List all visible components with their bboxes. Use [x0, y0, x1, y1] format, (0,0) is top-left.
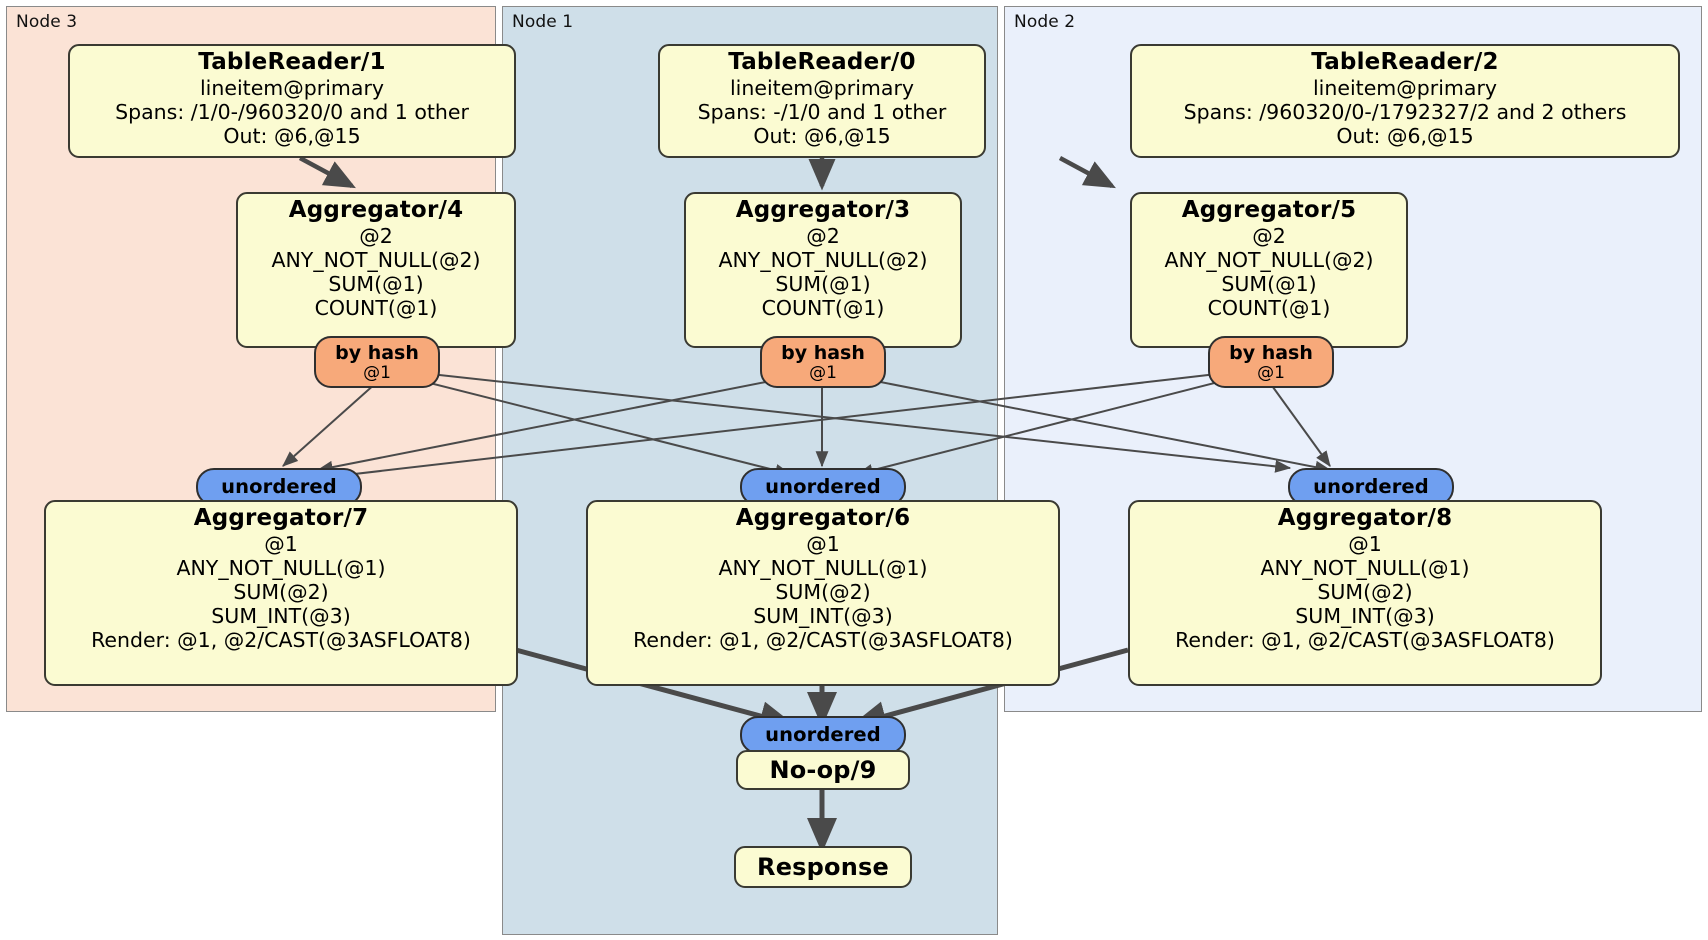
processor-line: ANY_NOT_NULL(@2) [1164, 247, 1374, 272]
synchronizer-unordered-node1[interactable]: unordered [740, 468, 906, 506]
processor-line: ANY_NOT_NULL(@1) [1260, 555, 1470, 580]
router-by-hash-node3[interactable]: by hash @1 [314, 336, 440, 388]
processor-table-reader-0[interactable]: TableReader/0 lineitem@primary Spans: -/… [658, 44, 986, 158]
processor-title: TableReader/1 [198, 49, 386, 75]
router-label: by hash [335, 342, 419, 364]
processor-aggregator-8[interactable]: Aggregator/8 @1 ANY_NOT_NULL(@1) SUM(@2)… [1128, 500, 1602, 686]
processor-line: lineitem@primary [1312, 75, 1498, 100]
processor-line: COUNT(@1) [1207, 295, 1331, 320]
processor-title: Aggregator/5 [1181, 197, 1357, 223]
processor-aggregator-7[interactable]: Aggregator/7 @1 ANY_NOT_NULL(@1) SUM(@2)… [44, 500, 518, 686]
processor-aggregator-5[interactable]: Aggregator/5 @2 ANY_NOT_NULL(@2) SUM(@1)… [1130, 192, 1408, 348]
processor-title: Aggregator/7 [193, 505, 369, 531]
processor-line: lineitem@primary [729, 75, 915, 100]
processor-title: Aggregator/6 [735, 505, 911, 531]
processor-table-reader-2[interactable]: TableReader/2 lineitem@primary Spans: /9… [1130, 44, 1680, 158]
processor-line: ANY_NOT_NULL(@1) [718, 555, 928, 580]
processor-line: Out: @6,@15 [223, 123, 361, 148]
processor-line: lineitem@primary [199, 75, 385, 100]
processor-line: Spans: /1/0-/960320/0 and 1 other [115, 99, 469, 124]
processor-aggregator-3[interactable]: Aggregator/3 @2 ANY_NOT_NULL(@2) SUM(@1)… [684, 192, 962, 348]
synchronizer-label: unordered [1313, 475, 1429, 499]
processor-line: @1 [1348, 531, 1382, 556]
processor-title: Aggregator/8 [1277, 505, 1453, 531]
node-panel-label: Node 3 [16, 12, 78, 32]
processor-line: SUM(@2) [233, 579, 329, 604]
processor-line: @2 [806, 223, 840, 248]
router-column: @1 [1257, 362, 1285, 383]
processor-title: TableReader/2 [1311, 49, 1499, 75]
synchronizer-label: unordered [221, 475, 337, 499]
processor-title: Aggregator/3 [735, 197, 911, 223]
processor-line: COUNT(@1) [314, 295, 438, 320]
processor-line: SUM_INT(@3) [211, 603, 351, 628]
processor-line: ANY_NOT_NULL(@2) [718, 247, 928, 272]
synchronizer-unordered-node2[interactable]: unordered [1288, 468, 1454, 506]
processor-line: @1 [264, 531, 298, 556]
router-column: @1 [809, 362, 837, 383]
processor-line: ANY_NOT_NULL(@2) [271, 247, 481, 272]
processor-response[interactable]: Response [734, 846, 912, 888]
processor-line: SUM(@1) [1221, 271, 1317, 296]
processor-line: Out: @6,@15 [1336, 123, 1474, 148]
processor-line: ANY_NOT_NULL(@1) [176, 555, 386, 580]
processor-title: Response [757, 852, 889, 881]
processor-title: TableReader/0 [728, 49, 916, 75]
processor-title: No-op/9 [769, 755, 877, 784]
synchronizer-unordered-final[interactable]: unordered [740, 716, 906, 754]
node-panel-label: Node 1 [512, 12, 574, 32]
router-by-hash-node1[interactable]: by hash @1 [760, 336, 886, 388]
processor-line: SUM(@1) [775, 271, 871, 296]
synchronizer-label: unordered [765, 723, 881, 747]
processor-line: Render: @1, @2/CAST(@3ASFLOAT8) [1175, 627, 1555, 652]
processor-aggregator-6[interactable]: Aggregator/6 @1 ANY_NOT_NULL(@1) SUM(@2)… [586, 500, 1060, 686]
processor-line: Spans: -/1/0 and 1 other [697, 99, 947, 124]
processor-line: Render: @1, @2/CAST(@3ASFLOAT8) [633, 627, 1013, 652]
router-label: by hash [1229, 342, 1313, 364]
processor-line: SUM(@1) [328, 271, 424, 296]
router-label: by hash [781, 342, 865, 364]
processor-line: COUNT(@1) [761, 295, 885, 320]
processor-line: SUM(@2) [1317, 579, 1413, 604]
processor-aggregator-4[interactable]: Aggregator/4 @2 ANY_NOT_NULL(@2) SUM(@1)… [236, 192, 516, 348]
synchronizer-label: unordered [765, 475, 881, 499]
processor-line: Out: @6,@15 [753, 123, 891, 148]
processor-line: Render: @1, @2/CAST(@3ASFLOAT8) [91, 627, 471, 652]
router-column: @1 [363, 362, 391, 383]
processor-line: Spans: /960320/0-/1792327/2 and 2 others [1183, 99, 1627, 124]
processor-line: @2 [1252, 223, 1286, 248]
node-panel-label: Node 2 [1014, 12, 1076, 32]
processor-line: SUM_INT(@3) [1295, 603, 1435, 628]
processor-line: @1 [806, 531, 840, 556]
processor-noop-9[interactable]: No-op/9 [736, 750, 910, 790]
processor-line: SUM(@2) [775, 579, 871, 604]
processor-line: SUM_INT(@3) [753, 603, 893, 628]
processor-title: Aggregator/4 [288, 197, 464, 223]
processor-table-reader-1[interactable]: TableReader/1 lineitem@primary Spans: /1… [68, 44, 516, 158]
router-by-hash-node2[interactable]: by hash @1 [1208, 336, 1334, 388]
processor-line: @2 [359, 223, 393, 248]
